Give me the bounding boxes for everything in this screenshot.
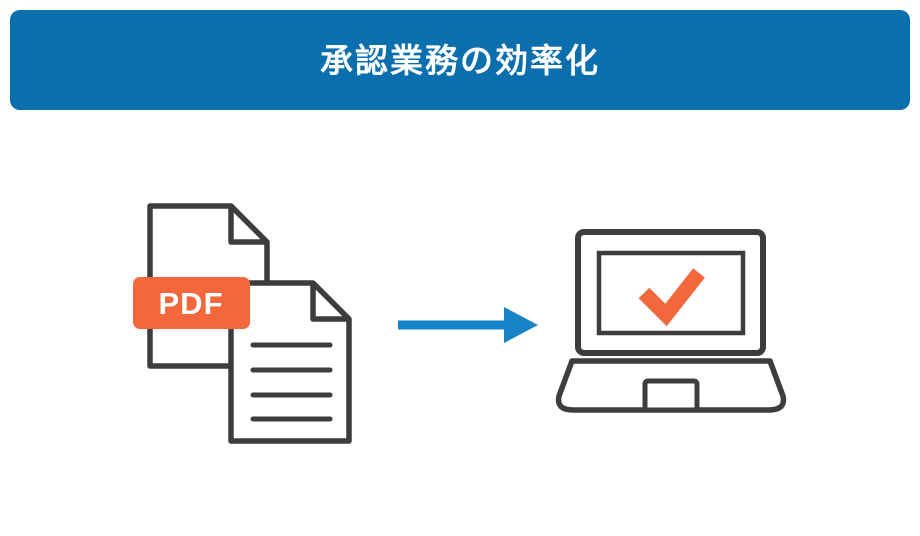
laptop-screen-outer <box>575 229 766 356</box>
text-lines <box>250 342 333 422</box>
checkmark-icon <box>638 268 705 327</box>
pdf-document-fold <box>228 206 267 245</box>
laptop-screen-inner <box>596 250 746 336</box>
pdf-badge: PDF <box>133 277 250 329</box>
pdf-badge-label: PDF <box>159 286 224 321</box>
text-document-fold <box>310 283 349 322</box>
laptop-base-notch <box>642 378 700 413</box>
arrow-head <box>504 307 538 343</box>
text-document-icon <box>228 280 352 444</box>
laptop-icon <box>555 229 787 413</box>
pdf-badge-background <box>133 277 250 329</box>
title-banner: 承認業務の効率化 <box>10 10 910 110</box>
page-title: 承認業務の効率化 <box>320 41 600 79</box>
text-document-outline <box>228 280 352 444</box>
arrow-right-icon <box>398 307 538 343</box>
